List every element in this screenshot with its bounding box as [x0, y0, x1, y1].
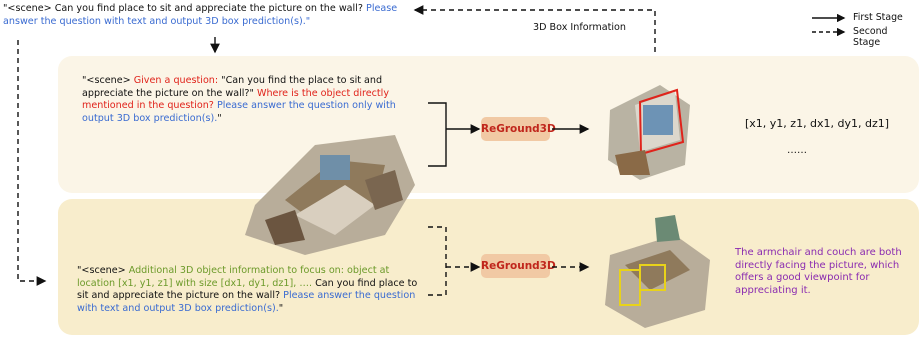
second-prompt-intro: "<scene>: [77, 265, 129, 276]
first-prompt-given: Given a question:: [133, 75, 222, 86]
top-prompt: "<scene> Can you find place to sit and a…: [3, 3, 423, 28]
first-prompt-intro: "<scene>: [82, 75, 134, 86]
second-prompt-question: Can you find place to sit and appreciate…: [77, 277, 418, 302]
second-stage-answer: The armchair and couch are both directly…: [735, 247, 902, 296]
reground3d-second-box: ReGround3D: [481, 254, 556, 278]
legend-second-stage: Second Stage: [853, 26, 888, 48]
legend: First Stage Second Stage: [810, 11, 915, 48]
second-prompt-context: Additional 3D object information to focu…: [77, 265, 390, 289]
main-scene-point-cloud: [245, 135, 415, 255]
first-prompt-where: Where is the object directly mentioned i…: [82, 87, 390, 112]
first-prompt-instruction: Please answer the question only with out…: [82, 100, 396, 124]
top-prompt-instruction: Please answer the question with text and…: [3, 3, 398, 27]
first-stage-bracket: [428, 102, 447, 167]
legend-first-stage: First Stage: [853, 12, 903, 23]
first-stage-result-scene: [608, 85, 690, 180]
legend-arrows: [812, 13, 846, 37]
second-prompt-end: ": [278, 302, 284, 314]
top-prompt-text: "<scene> Can you find place to sit and a…: [3, 3, 367, 14]
reground3d-first-box: ReGround3D: [481, 117, 556, 141]
first-prompt-question: "Can you find the place to sit and appre…: [82, 75, 383, 99]
first-stage-output-ellipsis: ……: [787, 145, 807, 156]
first-stage-prompt: "<scene> Given a question: "Can you find…: [82, 75, 427, 125]
box-info-label: 3D Box Information: [533, 22, 626, 33]
second-stage-bracket: [428, 226, 447, 296]
second-stage-result-scene: [605, 215, 710, 328]
first-stage-output-box: [x1, y1, z1, dx1, dy1, dz1]: [745, 117, 890, 130]
arrow-to-second-stage: [17, 40, 47, 286]
arrow-box-info-to-prompt: [413, 5, 656, 52]
second-prompt-instruction: Please answer the question with text and…: [77, 290, 416, 314]
second-stage-prompt: "<scene> Additional 3D object informatio…: [77, 265, 422, 315]
first-prompt-end: ": [217, 112, 222, 124]
